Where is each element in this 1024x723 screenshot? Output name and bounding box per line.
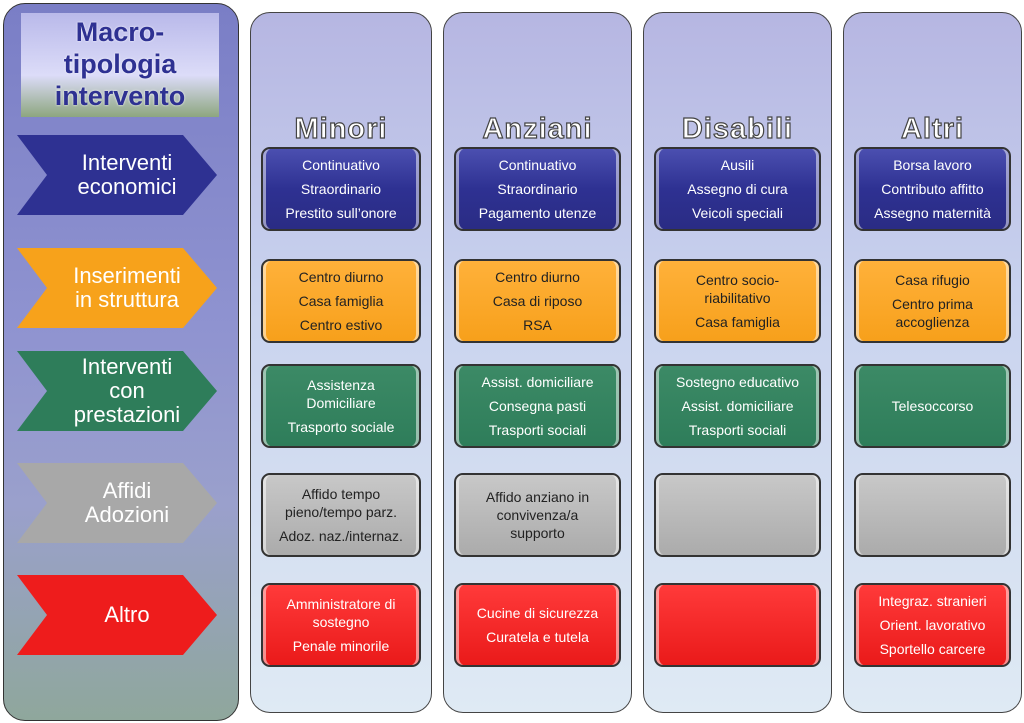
cell-item: Casa famiglia	[695, 314, 780, 330]
cell-item: Affido anziano in convivenza/a supporto	[485, 489, 590, 541]
cell-box	[854, 473, 1011, 557]
cell-item: Contributo affitto	[881, 181, 984, 197]
cell-item: Centro diurno	[298, 269, 384, 285]
cell-item: Assist. domiciliare	[681, 398, 794, 414]
cell-item: Straordinario	[300, 181, 382, 197]
cell-item: Continuativo	[498, 157, 577, 173]
cell-item: Pagamento utenze	[478, 205, 597, 221]
row-label: Interventi con prestazioni	[73, 354, 181, 427]
cell-item: Integraz. stranieri	[878, 593, 987, 609]
cell-item: Trasporto sociale	[287, 419, 395, 435]
cell-item: Amministratore di sostegno	[286, 596, 396, 630]
column-header: Disabili	[681, 112, 794, 145]
cell-item: Straordinario	[497, 181, 578, 197]
cell-item: Affido tempo pieno/tempo parz.	[284, 486, 398, 520]
row-label: Interventi economici	[77, 150, 177, 199]
cell-item: Casa di riposo	[492, 293, 583, 309]
column-header: Altri	[900, 112, 964, 145]
row-label: Affidi Adozioni	[84, 478, 170, 527]
cell-item: Curatela e tutela	[486, 629, 589, 645]
cell-item: Adoz. naz./internaz.	[279, 528, 403, 544]
cell-box: Affido tempo pieno/tempo parz. Adoz. naz.…	[261, 473, 421, 557]
cell-item: Ausili	[720, 157, 755, 173]
panel-title-text: Macro- tipologia intervento	[54, 17, 186, 111]
cell-item: Centro socio- riabilitativo	[695, 272, 780, 306]
cell-item: Cucine di sicurezza	[476, 605, 599, 621]
cell-item: Sportello carcere	[879, 641, 986, 657]
cell-box: Affido anziano in convivenza/a supporto	[454, 473, 621, 557]
cell-item: RSA	[523, 317, 552, 333]
cell-item: Consegna pasti	[488, 398, 587, 414]
cell-item: Centro estivo	[299, 317, 383, 333]
cell-item: Prestito sull’onore	[285, 205, 397, 221]
row-arrow-red: Altro	[17, 575, 217, 655]
cell-item: Casa rifugio	[895, 272, 970, 288]
column-header: Anziani	[482, 112, 593, 145]
row-arrow-grey: Affidi Adozioni	[17, 463, 217, 543]
cell-item: Orient. lavorativo	[879, 617, 986, 633]
cell-box: Telesoccorso	[854, 364, 1011, 448]
cell-item: Assist. domiciliare	[481, 374, 594, 390]
cell-item: Centro prima accoglienza	[892, 296, 973, 330]
cell-item: Assegno di cura	[687, 181, 788, 197]
cell-item: Casa famiglia	[298, 293, 384, 309]
cell-box	[654, 583, 821, 667]
cell-item: Trasporti sociali	[488, 422, 587, 438]
cell-item: Assistenza Domiciliare	[306, 377, 376, 411]
row-label: Inserimenti in struttura	[73, 263, 181, 312]
cell-item: Penale minorile	[292, 638, 390, 654]
cell-item: Continuativo	[302, 157, 380, 173]
row-arrow-blue: Interventi economici	[17, 135, 217, 215]
cell-item: Veicoli speciali	[691, 205, 784, 221]
row-arrow-green: Interventi con prestazioni	[17, 351, 217, 431]
cell-item: Trasporti sociali	[688, 422, 787, 438]
cell-item: Borsa lavoro	[893, 157, 972, 173]
row-arrow-orange: Inserimenti in struttura	[17, 248, 217, 328]
panel-title: Macro- tipologia intervento	[21, 13, 219, 117]
cell-item: Telesoccorso	[891, 398, 974, 414]
cell-item: Centro diurno	[495, 269, 580, 285]
row-label: Altro	[104, 602, 150, 627]
cell-box	[654, 473, 821, 557]
cell-item: Sostegno educativo	[676, 374, 799, 390]
column-header: Minori	[294, 112, 388, 145]
cell-item: Assegno maternità	[874, 205, 991, 221]
